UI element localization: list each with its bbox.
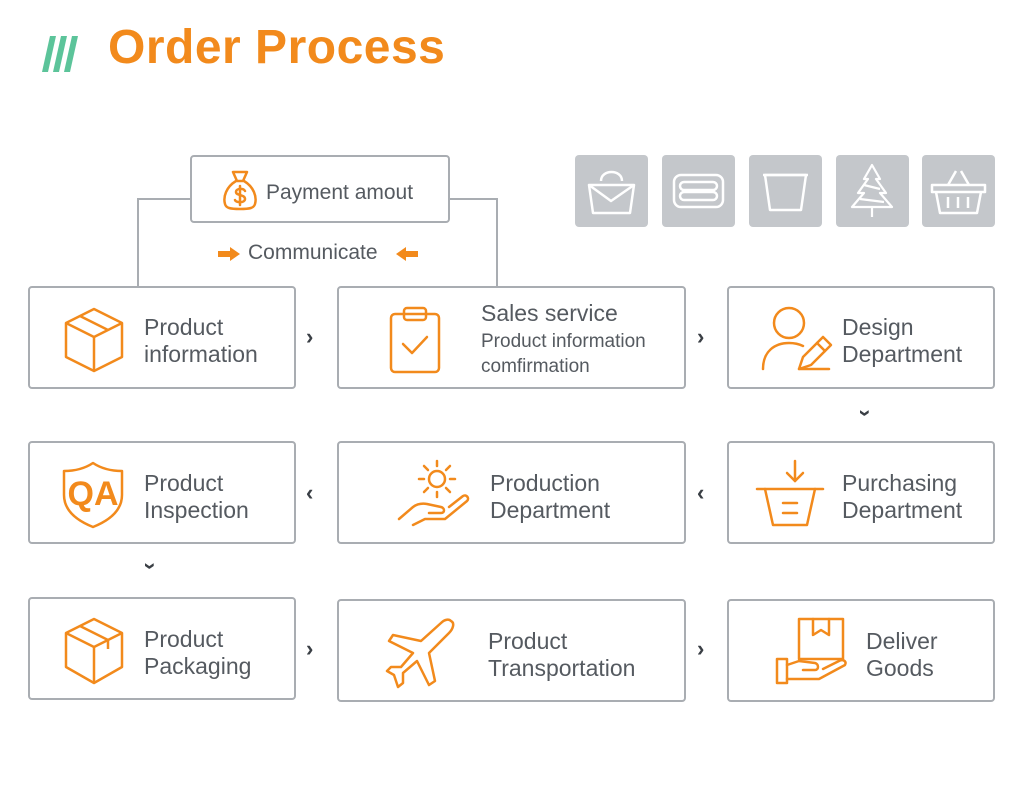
step-title: Sales service [481, 300, 618, 326]
shopping-basket-icon [930, 170, 987, 215]
payment-connector-left [137, 198, 192, 286]
step-label: Product [144, 314, 224, 340]
step-product-packaging: Product Packaging [28, 597, 296, 700]
step-label: Design [842, 314, 914, 340]
step-label: Production [490, 470, 600, 496]
step-product-transportation: Product Transportation [337, 599, 686, 702]
chevron-right-icon: › [306, 636, 314, 661]
step-deliver-goods: Deliver Goods [727, 599, 995, 702]
step-label: Product [488, 628, 568, 654]
step-label: Department [490, 497, 611, 523]
step-label: Purchasing [842, 470, 958, 496]
step-production-department: Production Department [337, 441, 686, 544]
hand-parcel-icon [775, 617, 847, 685]
step-label: Product information [481, 331, 646, 352]
chevron-right-icon: › [697, 636, 705, 661]
bucket-icon [763, 173, 808, 212]
svg-text:QA: QA [68, 475, 119, 513]
step-label: Transportation [488, 655, 636, 681]
qa-shield-icon: QA [62, 461, 124, 529]
category-tile-tree [836, 155, 909, 227]
communicate-label: Communicate [248, 241, 378, 264]
chevron-left-icon: ‹ [306, 480, 314, 505]
step-label: comfirmation [481, 356, 590, 377]
arrow-left-icon [396, 247, 418, 261]
chevron-down-icon: › [853, 409, 879, 417]
airplane-icon [385, 618, 455, 689]
category-tile-towel [662, 155, 735, 227]
clipboard-check-icon [389, 306, 441, 374]
package-box-icon [64, 617, 124, 685]
category-tile-handbag [575, 155, 648, 227]
category-tile-bucket [749, 155, 822, 227]
step-label: Department [842, 341, 963, 367]
chevron-right-icon: › [306, 324, 314, 349]
step-label: Product [144, 626, 224, 652]
cube-icon [64, 307, 124, 373]
step-label: Goods [866, 655, 934, 681]
chevron-down-icon: › [138, 562, 164, 570]
step-design-department: Design Department [727, 286, 995, 389]
step-label: information [144, 341, 258, 367]
step-sales-service: Sales service Product information comfir… [337, 286, 686, 389]
step-purchasing-department: Purchasing Department [727, 441, 995, 544]
hand-gear-icon [397, 459, 470, 527]
payment-connector-right [448, 198, 498, 286]
step-label: Inspection [144, 497, 249, 523]
title-stripes-icon [42, 36, 78, 72]
step-product-information: Product information [28, 286, 296, 389]
page-title: Order Process [108, 21, 446, 74]
handbag-icon [587, 170, 636, 215]
christmas-tree-icon [850, 163, 894, 217]
chevron-left-icon: ‹ [697, 480, 705, 505]
step-label: Department [842, 497, 963, 523]
payment-amount-box: Payment amout [190, 155, 450, 223]
payment-amount-label: Payment amout [266, 181, 414, 204]
basket-download-icon [755, 459, 825, 527]
step-label: Product [144, 470, 224, 496]
user-edit-icon [761, 306, 833, 371]
arrow-right-icon [218, 247, 240, 261]
step-label: Packaging [144, 653, 252, 679]
step-product-inspection: QA Product Inspection [28, 441, 296, 544]
category-tile-basket [922, 155, 995, 227]
money-bag-icon [223, 170, 257, 211]
folded-towel-icon [672, 173, 725, 209]
step-label: Deliver [866, 628, 938, 654]
chevron-right-icon: › [697, 324, 705, 349]
